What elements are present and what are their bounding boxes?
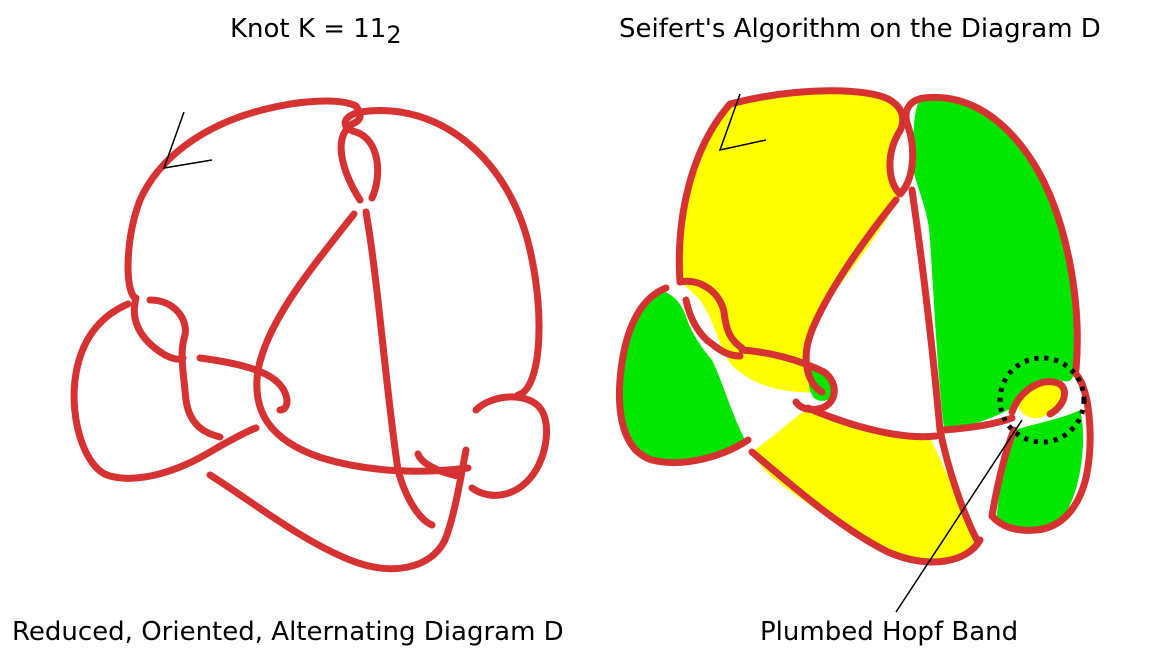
seifert-boundary-left-inner xyxy=(682,296,744,360)
seifert-boundary-diagonal xyxy=(802,196,900,396)
knot-strand-outer-loop xyxy=(124,97,360,302)
knot-strand-diagonal xyxy=(253,210,472,475)
seifert-boundary-outer xyxy=(675,87,907,286)
seifert-boundary-vertical xyxy=(908,186,982,546)
seifert-region-yellow-main xyxy=(679,90,902,393)
hopf-band-highlight-circle xyxy=(997,355,1087,445)
orientation-arrow-right xyxy=(718,93,767,152)
knot-strand-right-arch xyxy=(341,107,543,399)
left-title-text: Knot K = 11 xyxy=(230,14,387,44)
knot-strand-left-upper xyxy=(130,294,187,363)
seifert-boundary-bottom xyxy=(748,404,984,566)
knot-strand-middle-twist xyxy=(196,354,291,414)
knot-strand-left-loop xyxy=(146,296,224,441)
knot-diagram-left xyxy=(70,97,551,573)
knot-strand-bottom-loop xyxy=(206,446,470,573)
seifert-boundary-left-lobe xyxy=(615,277,752,466)
knot-strand-right-clasp-lower xyxy=(414,450,462,480)
right-diagram-title: Seifert's Algorithm on the Diagram D xyxy=(619,14,1101,44)
left-title-subscript: 2 xyxy=(386,21,402,49)
seifert-region-green-left xyxy=(619,290,745,462)
seifert-surface-right xyxy=(615,87,1094,613)
seifert-region-yellow-bottom xyxy=(752,408,976,565)
orientation-arrow-left xyxy=(162,111,213,169)
seifert-region-green-lower-right xyxy=(996,410,1084,530)
left-diagram-caption: Reduced, Oriented, Alternating Diagram D xyxy=(12,617,564,647)
right-diagram-caption: Plumbed Hopf Band xyxy=(760,617,1019,647)
knot-strand-right-clasp xyxy=(468,393,551,499)
seifert-boundary-hopf xyxy=(988,370,1094,534)
hopf-band-leader-line xyxy=(895,419,1023,613)
knot-strand-left-lobe xyxy=(70,300,260,482)
left-diagram-title: Knot K = 112 xyxy=(230,14,402,49)
seifert-boundary-top-twist xyxy=(896,93,1081,374)
knot-strand-vertical xyxy=(362,208,436,529)
seifert-region-green-right xyxy=(911,98,1076,429)
